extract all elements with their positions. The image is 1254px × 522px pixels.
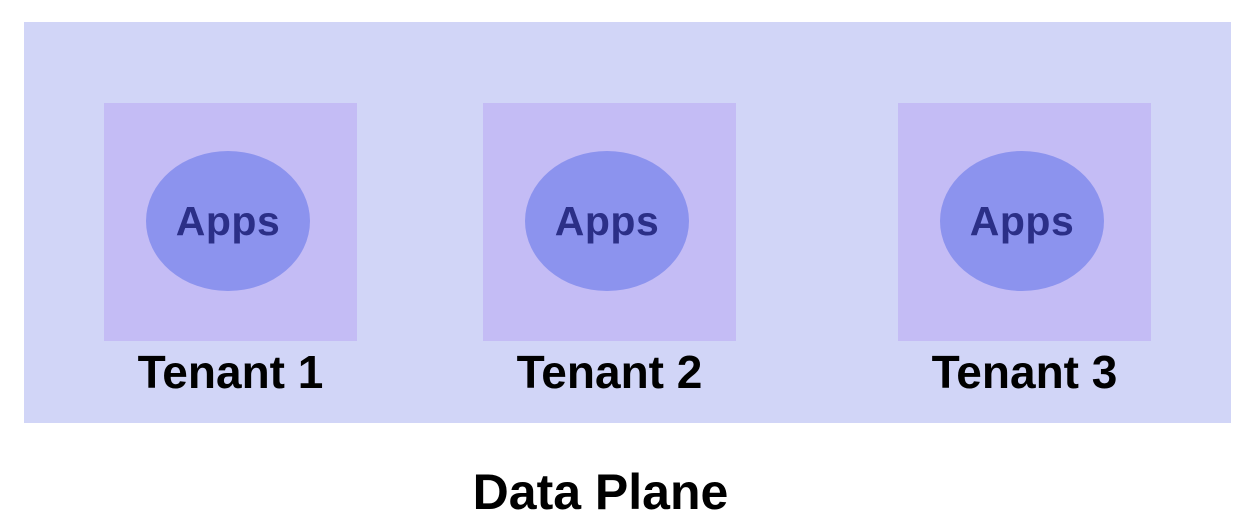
tenant-1-label: Tenant 1 xyxy=(137,346,324,398)
tenant-3-label: Tenant 3 xyxy=(931,346,1118,398)
tenant-3-apps-label: Apps xyxy=(969,197,1075,244)
data-plane-title: Data Plane xyxy=(472,464,729,520)
tenant-2-box: Apps xyxy=(483,103,736,341)
tenant-2-apps-label: Apps xyxy=(554,197,660,244)
tenant-3-box: Apps xyxy=(898,103,1151,341)
tenant-1-apps-label: Apps xyxy=(175,197,281,244)
tenant-2-apps-ellipse: Apps xyxy=(525,151,689,291)
tenant-1-box: Apps xyxy=(104,103,357,341)
data-plane-container: Apps Tenant 1 Apps Tenant 2 Apps Tenant … xyxy=(24,22,1231,423)
tenant-1-apps-ellipse: Apps xyxy=(146,151,310,291)
tenant-3-apps-ellipse: Apps xyxy=(940,151,1104,291)
tenant-2-label: Tenant 2 xyxy=(516,346,703,398)
